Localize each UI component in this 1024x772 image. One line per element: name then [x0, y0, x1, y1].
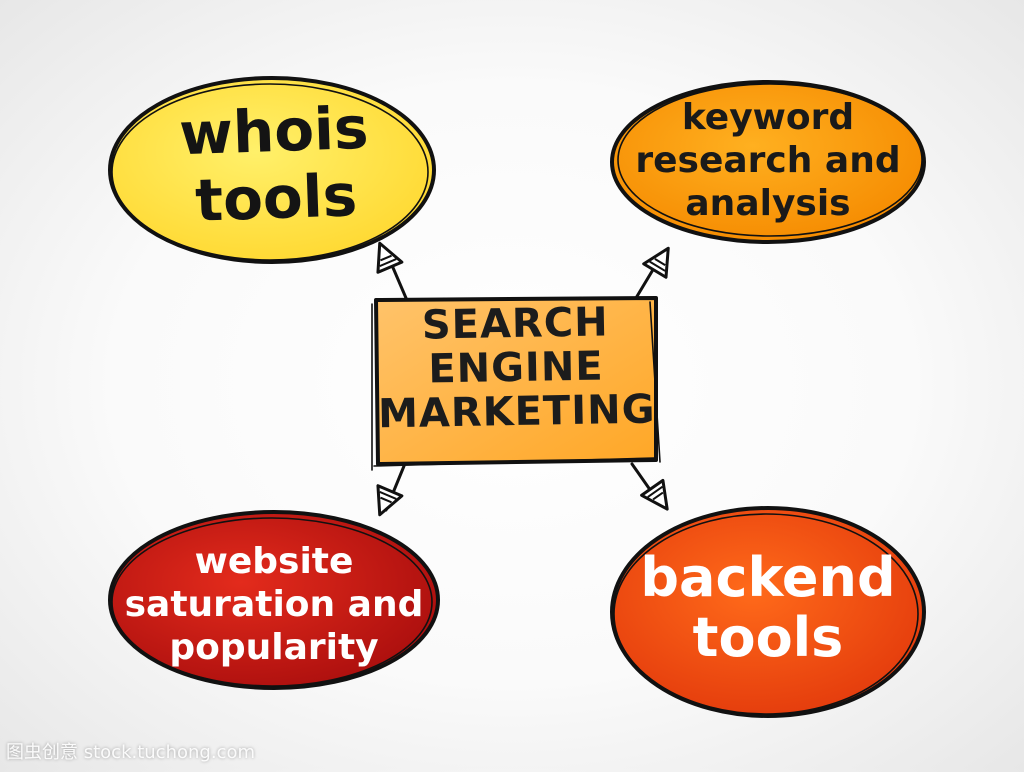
node-website-bubble [108, 510, 440, 690]
arrow-down-right-icon [640, 478, 669, 511]
arrow-down-left-icon [376, 484, 404, 517]
node-website [108, 510, 440, 690]
arrow-up-left-icon [376, 241, 404, 274]
node-backend-sketch [613, 513, 919, 715]
node-whois-bubble [108, 76, 436, 264]
node-keyword [610, 80, 926, 244]
center-node-box [374, 296, 658, 466]
center-node-sketch-line [371, 301, 661, 471]
node-website-sketch [111, 517, 433, 687]
watermark-text: 图虫创意 stock.tuchong.com [6, 742, 255, 763]
center-node [371, 296, 661, 471]
node-backend-bubble [610, 506, 926, 718]
arrow-up-right-icon [642, 246, 670, 279]
node-whois-sketch [111, 83, 429, 261]
node-keyword-bubble [610, 80, 926, 244]
node-keyword-sketch [617, 83, 923, 237]
node-whois [108, 76, 436, 264]
node-backend [610, 506, 926, 718]
arrowheads [376, 241, 670, 517]
